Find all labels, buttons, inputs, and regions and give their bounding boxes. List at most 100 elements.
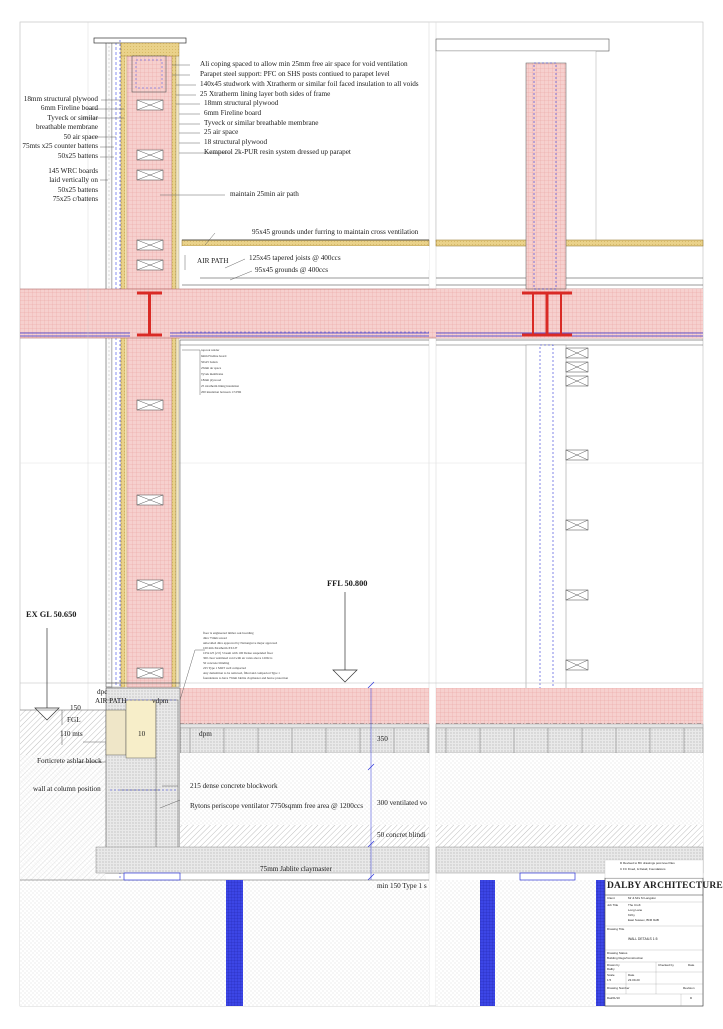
- pile-left: [226, 880, 243, 1006]
- revision-value: D: [690, 996, 693, 1000]
- note-membrane: Tyveck or similar breathable membrane: [204, 119, 319, 127]
- rev-line-1: D Revised to BC drawings post level file…: [620, 861, 675, 865]
- label-air-path: AIR PATH: [197, 257, 229, 265]
- note-left-plywood: 18mm structural plywood: [23, 95, 98, 103]
- label-claymaster: 75mm Jablite claymaster: [260, 865, 332, 873]
- note-fireline: 6mm Fireline board: [204, 109, 262, 117]
- right-noggin-cross: [565, 347, 589, 359]
- dim-110: 110 mts: [60, 730, 83, 738]
- dim-150: 150: [70, 704, 81, 712]
- note-lining: 25 Xtratherm lining layer both sides of …: [200, 90, 331, 98]
- label-air-path-low: AIR PATH: [95, 697, 127, 705]
- right-column-noggins: [565, 347, 589, 671]
- note-left-wrc: 145 WRC boards: [48, 167, 98, 175]
- note-left-air-space: 50 air space: [63, 133, 98, 141]
- note-left-laid: laid vertically on: [49, 176, 98, 184]
- stud-noggin-cross: [136, 169, 164, 181]
- pile-centre: [480, 880, 495, 1006]
- label-dpc: dpc: [97, 688, 108, 696]
- drawing-number: Dal/21/10: [607, 996, 620, 1000]
- note-left-battens-2: 50x25 battens: [57, 186, 98, 194]
- ffl-label: FFL 50.800: [327, 579, 368, 588]
- floor-screed-strip: [179, 723, 430, 729]
- stud-noggin-cross: [136, 239, 164, 251]
- label-vdpm: vdpm: [152, 697, 169, 705]
- label-column-wall: wall at column position: [33, 785, 101, 793]
- dim-10: 10: [138, 730, 146, 738]
- label-blockwork: 215 dense concrete blockwork: [190, 782, 278, 790]
- inner-lining: [175, 55, 180, 688]
- note-kemperol: Kemperol 2k-PUR resin system dressed up …: [204, 148, 351, 156]
- right-column: [525, 62, 567, 290]
- batten-zone: [111, 41, 122, 688]
- stud-noggin-cross: [136, 149, 164, 161]
- note-studwork: 140x45 studwork with Xtratherm or simila…: [200, 80, 419, 88]
- firm-name: DALBY ARCHITECTURE: [607, 881, 723, 891]
- floor-insulation: [180, 688, 429, 724]
- note-parapet-steel: Parapet steel support: PFC on SHS posts …: [200, 70, 390, 78]
- label-blinding: 50 concret blindi: [377, 831, 426, 839]
- pile-right: [596, 880, 606, 1006]
- coping: [93, 37, 187, 44]
- right-noggin-cross: [565, 361, 589, 373]
- stud-noggin-cross: [136, 579, 164, 591]
- concrete-blinding: [180, 825, 429, 847]
- exgl-marker: [34, 628, 60, 721]
- label-air-path-void: maintain 25min air path: [230, 190, 299, 198]
- note-coping: Ali coping spaced to allow min 25mm free…: [200, 60, 408, 68]
- stud-noggin-cross: [136, 667, 164, 679]
- parapet-cap: [120, 42, 180, 57]
- roof-plywood: [181, 239, 430, 247]
- note-plywood: 18mm structural plywood: [204, 99, 279, 107]
- ex-gl-label: EX GL 50.650: [26, 610, 77, 619]
- drawing-title: WALL DETAILS 1:5: [628, 937, 658, 941]
- label-dpm: dpm: [199, 730, 212, 738]
- suspended-floor-blocks: [179, 727, 430, 754]
- label-tapered-joists: 125x45 tapered joists @ 400ccs: [249, 254, 341, 262]
- label-ventilator: Rytons periscope ventilator 7750sqmm fre…: [190, 802, 363, 810]
- label-grounds-400: 95x45 grounds @ 400ccs: [255, 266, 329, 274]
- stud-noggin-cross: [136, 399, 164, 411]
- label-forticrete: Forticrete ashlar block: [37, 757, 102, 765]
- plywood-layer: [120, 41, 126, 688]
- steel-beam-right: [522, 291, 572, 337]
- fireline-layer: [125, 42, 127, 687]
- note-left-cbattens: 75x25 c/battens: [52, 195, 98, 203]
- note-left-membrane: breathable membrane: [35, 123, 98, 131]
- note-left-battens: 50x25 battens: [57, 152, 98, 160]
- client-value: Mr & Mrs M Langdon: [628, 896, 657, 900]
- note-struct-plywood: 18 structural plywood: [204, 138, 268, 146]
- dim-350: 350: [377, 735, 388, 743]
- stud-noggin-cross: [136, 99, 164, 111]
- label-type1: min 150 Type 1 s: [377, 882, 427, 890]
- stud-noggin-cross: [136, 494, 164, 506]
- right-noggin-cross: [565, 589, 589, 601]
- footing-right: [519, 872, 576, 881]
- note-air-space: 25 air space: [204, 128, 239, 136]
- right-parapet-beam: [435, 38, 610, 52]
- note-left-tyveck: Tyveck or similar: [47, 114, 98, 122]
- note-left-fireline: 6mm Fireline board: [40, 104, 98, 112]
- label-ventilated-void: 300 ventilated vo: [377, 799, 427, 807]
- rev-line-2: C FC Fixed, & Detail, Foundations: [620, 867, 666, 871]
- roof-zone: [182, 246, 429, 270]
- steel-beam-left: [137, 291, 162, 337]
- type1-fill: [20, 880, 429, 1006]
- right-noggin-cross: [565, 519, 589, 531]
- studwork: [136, 99, 164, 679]
- ventilated-void: [180, 753, 429, 825]
- label-fgl: FGL: [67, 716, 81, 724]
- right-noggin-cross: [565, 375, 589, 387]
- ffl-marker: [332, 592, 358, 683]
- right-noggin-cross: [565, 659, 589, 671]
- inner-plywood: [171, 55, 177, 688]
- stud-noggin-cross: [136, 259, 164, 271]
- forticrete-block: [105, 709, 127, 756]
- title-block: [604, 859, 704, 1007]
- claymaster: [95, 846, 430, 874]
- right-noggin-cross: [565, 449, 589, 461]
- note-left-counter-battens: 75mts x25 counter battens: [22, 142, 98, 150]
- label-grounds-furring: 95x45 grounds under furring to maintain …: [252, 228, 419, 236]
